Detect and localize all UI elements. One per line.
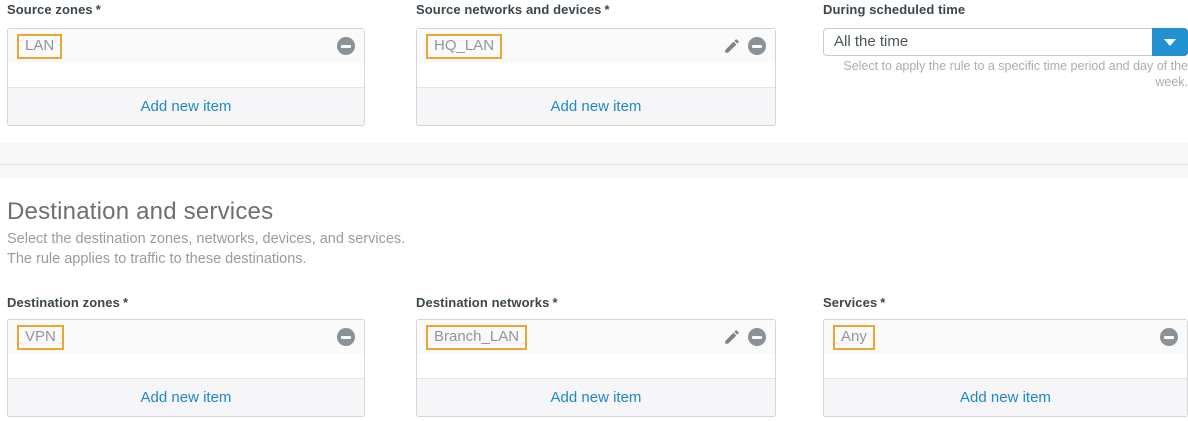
list-item: Any (824, 320, 1187, 354)
list-item: LAN (8, 29, 364, 63)
section-title: Destination and services (7, 198, 274, 225)
chevron-down-icon (1164, 38, 1176, 46)
source-zones-listbox: LAN Add new item (7, 28, 365, 126)
remove-item-icon[interactable] (337, 328, 355, 346)
required-marker: * (95, 2, 101, 17)
schedule-dropdown[interactable]: All the time (823, 28, 1188, 56)
source-networks-add-button[interactable]: Add new item (417, 87, 775, 125)
list-item: Branch_LAN (417, 320, 775, 354)
remove-item-icon[interactable] (337, 37, 355, 55)
schedule-label: During scheduled time (823, 2, 966, 17)
source-network-chip: HQ_LAN (426, 33, 503, 59)
destination-networks-label: Destination networks* (416, 295, 558, 310)
required-marker: * (880, 295, 886, 310)
source-zones-add-button[interactable]: Add new item (8, 87, 364, 125)
section-description-line2: The rule applies to traffic to these des… (7, 251, 307, 267)
source-networks-listbox: HQ_LAN Add new item (416, 28, 776, 126)
section-description-line1: Select the destination zones, networks, … (7, 231, 406, 247)
remove-item-icon[interactable] (748, 37, 766, 55)
destination-network-chip: Branch_LAN (426, 324, 528, 350)
service-chip: Any (833, 324, 875, 350)
list-item: VPN (8, 320, 364, 354)
destination-zone-chip: VPN (17, 324, 64, 350)
remove-item-icon[interactable] (1160, 328, 1178, 346)
destination-zones-label: Destination zones* (7, 295, 129, 310)
dropdown-toggle-button[interactable] (1152, 28, 1188, 56)
services-label: Services* (823, 295, 886, 310)
remove-item-icon[interactable] (748, 328, 766, 346)
destination-zones-add-button[interactable]: Add new item (8, 378, 364, 416)
source-zone-chip: LAN (17, 33, 63, 59)
schedule-helper-text: Select to apply the rule to a specific t… (843, 59, 1188, 89)
required-marker: * (552, 295, 558, 310)
edit-item-icon[interactable] (722, 37, 741, 56)
destination-networks-listbox: Branch_LAN Add new item (416, 319, 776, 417)
section-divider (0, 143, 1188, 178)
source-networks-label: Source networks and devices* (416, 2, 610, 17)
edit-item-icon[interactable] (722, 328, 741, 347)
services-add-button[interactable]: Add new item (824, 378, 1187, 416)
destination-zones-listbox: VPN Add new item (7, 319, 365, 417)
divider-line (0, 164, 1188, 165)
schedule-selected-value: All the time (834, 33, 909, 50)
services-listbox: Any Add new item (823, 319, 1188, 417)
required-marker: * (604, 2, 610, 17)
list-item: HQ_LAN (417, 29, 775, 63)
required-marker: * (122, 295, 129, 310)
destination-networks-add-button[interactable]: Add new item (417, 378, 775, 416)
source-zones-label: Source zones* (7, 2, 101, 17)
